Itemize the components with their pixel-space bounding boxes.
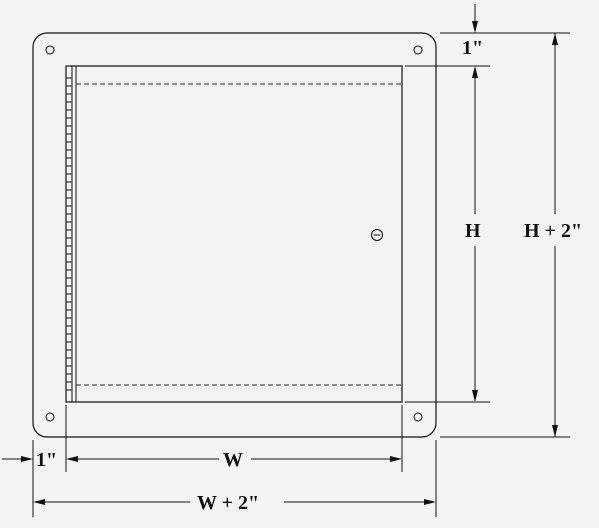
- dimension-flange-left: [2, 456, 33, 462]
- mounting-hole-bottom-left: [45, 412, 55, 422]
- mounting-hole-top-left: [45, 45, 55, 55]
- label-overall-width: W + 2": [197, 492, 259, 514]
- mounting-hole-top-right: [413, 45, 423, 55]
- dimension-height: [405, 78, 490, 403]
- dimension-flange-top: [405, 4, 570, 78]
- piano-hinge: [66, 66, 73, 402]
- dimension-width: [66, 456, 402, 462]
- label-flange-left: 1": [36, 449, 57, 471]
- cam-lock-icon: [371, 229, 383, 241]
- door-panel: [65, 65, 403, 403]
- label-flange-top: 1": [462, 37, 483, 59]
- label-width: W: [223, 449, 243, 471]
- outer-flange: [32, 32, 437, 438]
- mounting-hole-bottom-right: [413, 412, 423, 422]
- dimension-overall-width: [33, 499, 436, 505]
- label-height: H: [465, 220, 481, 242]
- dimension-overall-height: [440, 33, 570, 438]
- label-overall-height: H + 2": [524, 220, 582, 242]
